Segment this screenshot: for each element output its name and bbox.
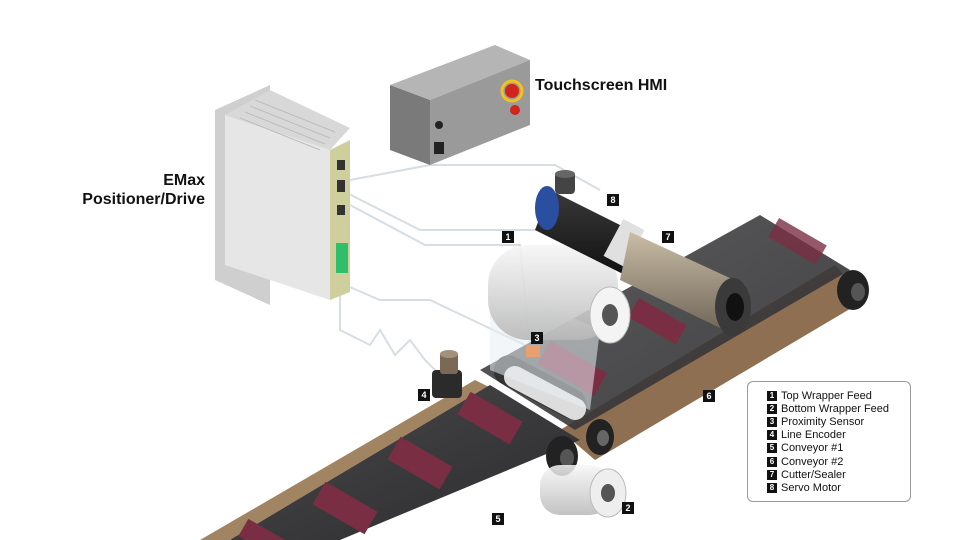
legend-number: 5 (767, 443, 777, 454)
legend-item: 3 Proximity Sensor (767, 415, 910, 428)
callout-7: 7 (662, 231, 674, 243)
drive-label: EMax Positioner/Drive (80, 171, 205, 209)
legend-text: Top Wrapper Feed (781, 389, 872, 402)
legend-text: Cutter/Sealer (781, 468, 846, 481)
legend-item: 1 Top Wrapper Feed (767, 389, 910, 402)
callout-8: 8 (607, 194, 619, 206)
legend-item: 2 Bottom Wrapper Feed (767, 402, 910, 415)
legend-number: 2 (767, 403, 777, 414)
callout-4: 4 (418, 389, 430, 401)
top-wrapper-feed (488, 245, 631, 410)
callout-6: 6 (703, 390, 715, 402)
conveyor-1 (200, 380, 580, 540)
legend-item: 5 Conveyor #1 (767, 442, 910, 455)
legend-item: 4 Line Encoder (767, 429, 910, 442)
legend-text: Proximity Sensor (781, 415, 865, 428)
legend-number: 4 (767, 430, 777, 441)
callout-2: 2 (622, 502, 634, 514)
legend-text: Bottom Wrapper Feed (781, 402, 890, 415)
hmi-label: Touchscreen HMI (535, 77, 668, 94)
legend-item: 8 Servo Motor (767, 481, 910, 494)
legend-number: 1 (767, 390, 777, 401)
drive-label-line2: Positioner/Drive (82, 191, 205, 208)
servo-motor (535, 170, 645, 275)
legend-text: Conveyor #1 (781, 442, 844, 455)
legend-number: 8 (767, 482, 777, 493)
callout-5: 5 (492, 513, 504, 525)
callout-1: 1 (502, 231, 514, 243)
proximity-sensor-block (526, 345, 540, 357)
legend-item: 7 Cutter/Sealer (767, 468, 910, 481)
legend-text: Servo Motor (781, 481, 841, 494)
legend-text: Conveyor #2 (781, 455, 844, 468)
emax-drive (215, 85, 350, 305)
legend: 1 Top Wrapper Feed 2 Bottom Wrapper Feed 3… (747, 381, 911, 502)
callout-3: 3 (531, 332, 543, 344)
legend-text: Line Encoder (781, 429, 846, 442)
legend-number: 3 (767, 416, 777, 427)
hmi-panel (390, 45, 530, 165)
drive-label-line1: EMax (163, 172, 205, 189)
bottom-wrapper-roll (540, 465, 627, 518)
legend-number: 6 (767, 456, 777, 467)
line-encoder (432, 350, 462, 398)
cutter-sealer (620, 232, 751, 336)
legend-item: 6 Conveyor #2 (767, 455, 910, 468)
legend-number: 7 (767, 469, 777, 480)
